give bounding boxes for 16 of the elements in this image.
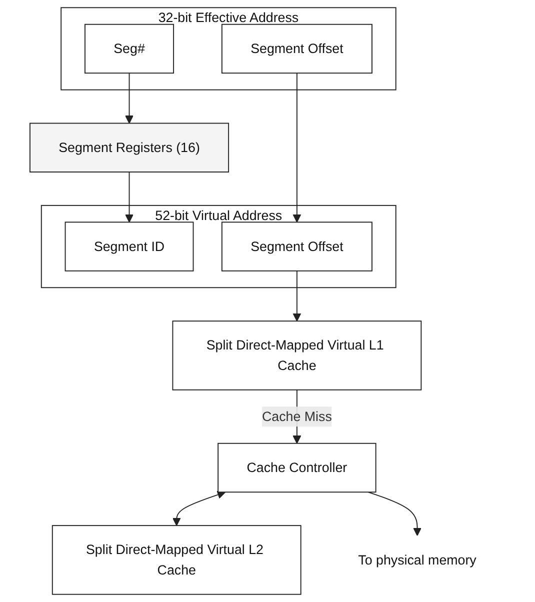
node-box: Segment ID bbox=[64, 222, 194, 272]
arrow bbox=[292, 72, 302, 223]
node-box: Split Direct-Mapped Virtual L1 Cache bbox=[172, 320, 422, 390]
edge-label: Cache Miss bbox=[262, 408, 332, 424]
arrow bbox=[125, 72, 134, 124]
arrow bbox=[172, 490, 226, 526]
node-box: Cache Controller bbox=[218, 442, 376, 493]
arrow bbox=[368, 492, 422, 536]
node-box: Segment Offset bbox=[221, 222, 372, 272]
node-box: Split Direct-Mapped Virtual L2 Cache bbox=[52, 525, 302, 595]
arrow bbox=[125, 172, 134, 223]
node-box: Segment Registers (16) bbox=[29, 122, 230, 172]
node-box: Seg# bbox=[84, 24, 174, 74]
node-box: Segment Offset bbox=[221, 24, 372, 74]
node-text: To physical memory bbox=[358, 552, 476, 568]
arrow bbox=[292, 270, 302, 322]
